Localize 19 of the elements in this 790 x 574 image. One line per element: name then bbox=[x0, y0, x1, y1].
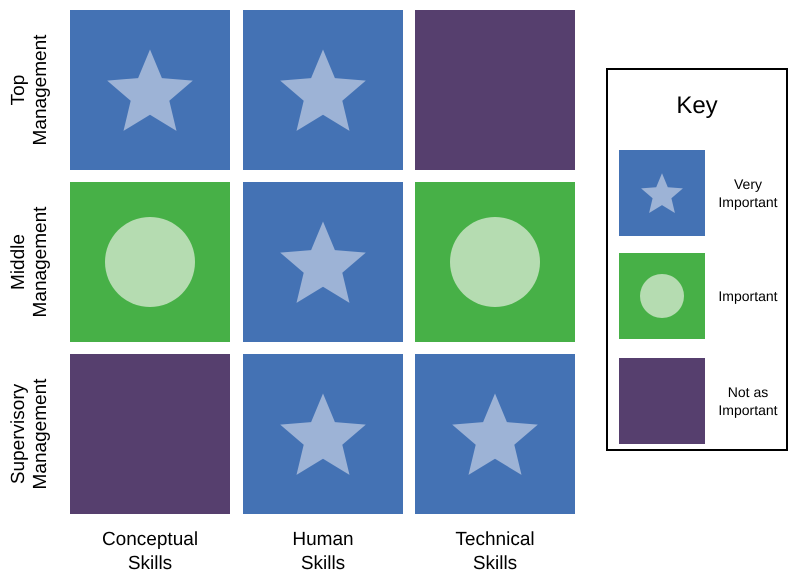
column-header: Human Skills bbox=[291, 528, 355, 574]
rating-tile bbox=[415, 354, 575, 514]
row-header: Middle Management bbox=[8, 206, 52, 320]
rating-tile bbox=[70, 10, 230, 170]
legend-label: Not as Important bbox=[717, 383, 779, 419]
legend-label: Very Important bbox=[717, 175, 779, 211]
rating-tile bbox=[415, 10, 575, 170]
rating-tile bbox=[243, 354, 403, 514]
column-header: Technical Skills bbox=[454, 528, 536, 574]
key-heading: Key bbox=[675, 92, 719, 120]
row-header: Top Management bbox=[8, 34, 52, 148]
rating-tile bbox=[70, 182, 230, 342]
row-header: Supervisory Management bbox=[8, 378, 52, 492]
rating-tile bbox=[243, 182, 403, 342]
column-header: Conceptual Skills bbox=[100, 528, 200, 574]
legend-label: Important bbox=[717, 287, 779, 305]
rating-tile bbox=[70, 354, 230, 514]
rating-tile bbox=[243, 10, 403, 170]
rating-tile bbox=[415, 182, 575, 342]
